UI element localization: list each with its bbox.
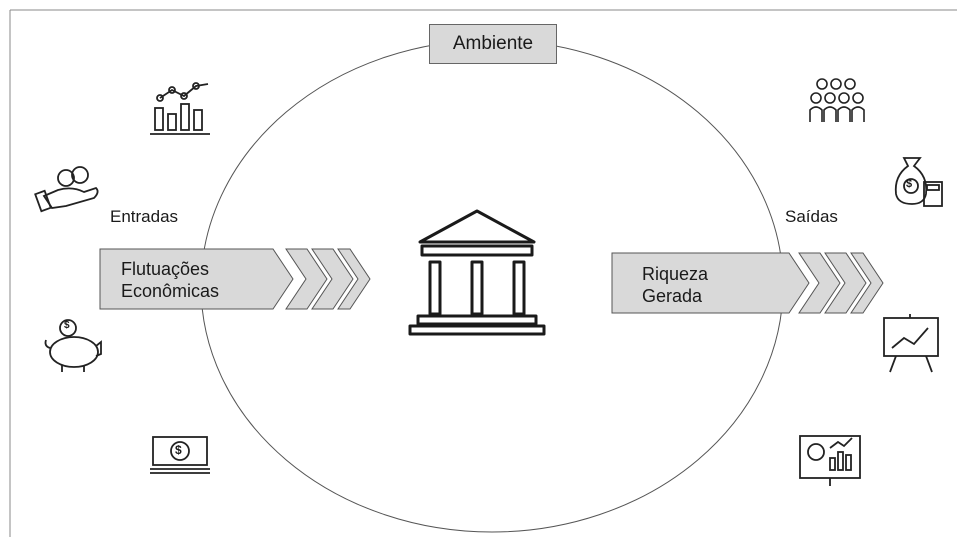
person-head-1 [816, 78, 828, 90]
input-chevron-2 [311, 248, 354, 310]
bar-chart-bar-1 [154, 107, 164, 131]
person-head-2 [830, 78, 842, 90]
person-head-5 [824, 92, 836, 104]
piggy-bank-icon [44, 319, 102, 372]
dashboard-bar-1 [829, 457, 836, 471]
bank-step-2 [408, 324, 546, 336]
bank-column-1 [428, 260, 442, 316]
output-chevron-2 [824, 252, 867, 314]
money-bag-dollar-glyph: $ [906, 178, 913, 190]
money-bag [894, 157, 928, 205]
environment-label: Ambiente [452, 33, 534, 54]
output-arrow-label-line2: Gerada [642, 286, 703, 306]
board-frame [883, 317, 939, 357]
output-arrow-label: Riqueza Gerada [642, 263, 708, 307]
person-body-4 [851, 106, 865, 122]
input-arrow-body [99, 248, 294, 310]
bar-chart-point-2 [168, 86, 176, 94]
bar-chart-bar-3 [180, 103, 190, 131]
banknote-circle [170, 441, 190, 461]
person-head-3 [844, 78, 856, 90]
presentation-board-icon [883, 314, 939, 373]
money-bag-symbol [903, 178, 919, 194]
calculator-screen [926, 184, 940, 191]
input-arrow-label-line2: Econômicas [121, 281, 220, 301]
bar-chart-point-1 [156, 94, 164, 102]
bar-chart-trend [159, 83, 209, 99]
piggy-coin [59, 319, 77, 337]
bar-chart-icon [150, 82, 210, 135]
bank-step-1 [416, 314, 538, 326]
coin-1 [57, 169, 75, 187]
piggy-body [49, 336, 99, 368]
bank-building-icon [408, 209, 546, 336]
bar-chart-bar-4 [193, 109, 203, 131]
banknote-front [152, 436, 208, 466]
output-chevron-1 [798, 252, 841, 314]
dashboard-bar-3 [845, 454, 852, 471]
hand-shape [42, 186, 99, 209]
bar-chart-bar-2 [167, 113, 177, 131]
person-body-2 [823, 106, 837, 122]
dashboard-bar-2 [837, 451, 844, 471]
bar-chart-point-3 [180, 92, 188, 100]
output-chevron-3 [850, 252, 884, 314]
input-chevron-1 [285, 248, 328, 310]
people-group-icon [809, 78, 865, 122]
environment-box: Ambiente [429, 24, 557, 64]
banknote-icon [150, 436, 210, 474]
money-bag-calculator-icon [894, 157, 943, 207]
outputs-heading: Saídas [785, 207, 838, 226]
piggy-snout [95, 340, 102, 357]
dashboard-trend [829, 437, 853, 449]
output-arrow-body [611, 252, 810, 314]
calculator [923, 181, 943, 207]
board-leg-2 [925, 355, 933, 373]
bank-roof [418, 209, 536, 244]
output-arrow [611, 252, 884, 314]
person-head-6 [838, 92, 850, 104]
bank-architrave [420, 244, 534, 257]
input-chevron-3 [337, 248, 371, 310]
coins-hand-icon [34, 166, 99, 213]
piggy-dollar-glyph: $ [64, 320, 70, 331]
inputs-heading: Entradas [110, 207, 179, 226]
person-head-7 [852, 92, 864, 104]
dashboard-icon [799, 435, 861, 486]
board-trend [891, 327, 929, 349]
cuff-shape [34, 189, 52, 213]
input-arrow [99, 248, 371, 310]
dashboard-pie [807, 443, 825, 461]
bank-column-3 [512, 260, 526, 316]
person-body-1 [809, 106, 823, 122]
person-head-4 [810, 92, 822, 104]
coin-2 [71, 166, 89, 184]
banknote-dollar-glyph: $ [175, 443, 182, 457]
input-arrow-label: Flutuações Econômicas [121, 258, 219, 302]
piggy-tail [44, 339, 51, 349]
person-body-3 [837, 106, 851, 122]
board-leg-1 [889, 355, 897, 373]
bar-chart-point-4 [192, 82, 200, 90]
output-arrow-label-line1: Riqueza [642, 264, 709, 284]
input-arrow-label-line1: Flutuações [121, 259, 210, 279]
bank-column-2 [470, 260, 484, 316]
